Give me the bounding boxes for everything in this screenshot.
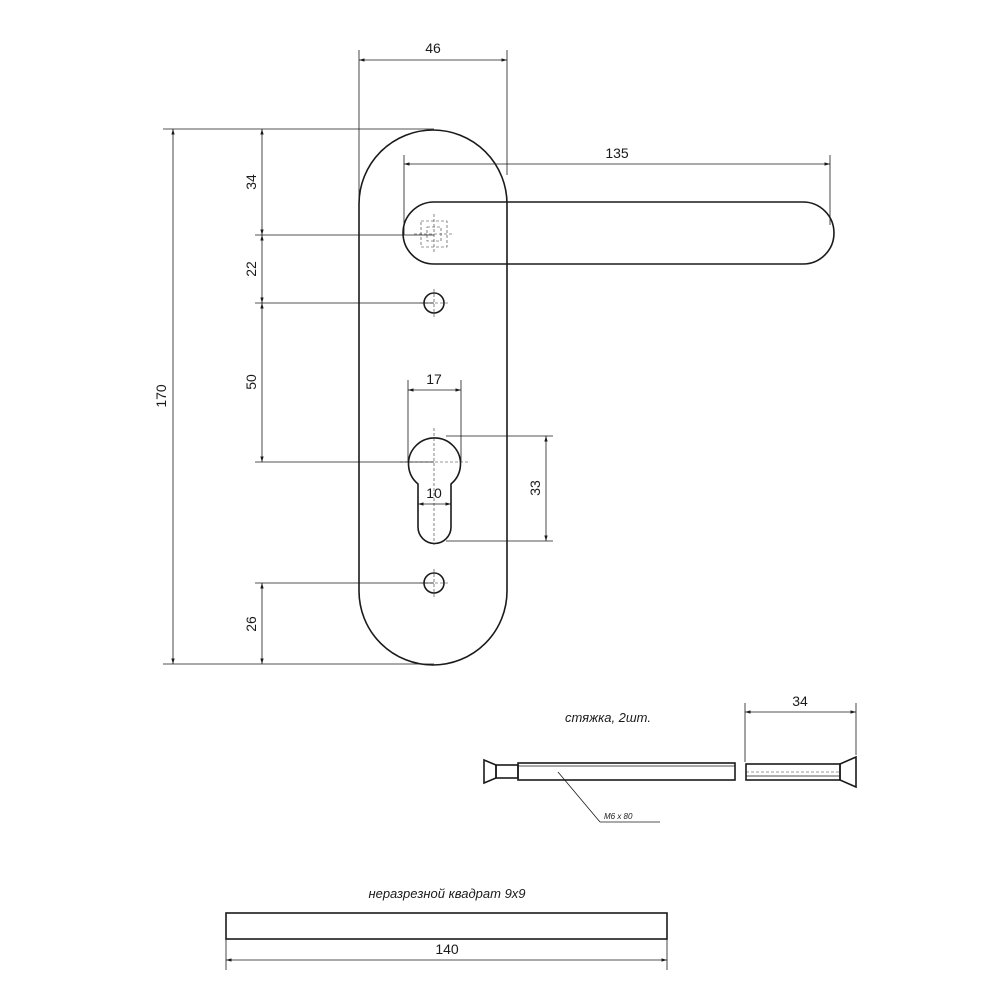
label-cylinder-height: 33 (527, 480, 543, 496)
square-spindle (225, 912, 668, 940)
bolt-spec-leader: M6 x 80 (557, 771, 660, 823)
dimension-cylinder-narrow: 10 (418, 485, 451, 506)
label-lever-length: 135 (605, 145, 629, 161)
label-bottom-to-hole: 26 (243, 616, 259, 632)
handle-plate (358, 129, 508, 666)
long-bolt (483, 758, 736, 785)
dimension-lever-length: 135 (403, 145, 831, 235)
label-cylinder-width: 17 (426, 371, 442, 387)
short-bolt (745, 755, 857, 789)
dimension-square-length: 140 (225, 939, 668, 970)
dimension-chain: 34 22 50 26 (243, 129, 434, 664)
lever (402, 201, 835, 265)
label-plate-width: 46 (425, 40, 441, 56)
label-bolt-length: 34 (792, 693, 808, 709)
label-top-to-spindle: 34 (243, 174, 259, 190)
label-square-length: 140 (435, 941, 459, 957)
note-bolts: стяжка, 2шт. (565, 710, 651, 725)
label-bolt-spec: M6 x 80 (604, 812, 633, 821)
dimension-plate-width: 46 (358, 40, 508, 200)
label-cylinder-narrow: 10 (426, 485, 442, 501)
cylinder-cutout (407, 437, 462, 545)
dimension-total-height: 170 (153, 128, 434, 665)
spindle-square (414, 214, 454, 254)
dimension-bolt-length: 34 (744, 693, 857, 762)
label-hole-to-cylinder: 50 (243, 374, 259, 390)
note-square: неразрезной квадрат 9х9 (368, 886, 525, 901)
dimension-cylinder-height: 33 (446, 435, 553, 542)
label-spindle-to-hole: 22 (243, 261, 259, 277)
label-total-height: 170 (153, 384, 169, 408)
dimension-cylinder-width: 17 (407, 371, 462, 462)
